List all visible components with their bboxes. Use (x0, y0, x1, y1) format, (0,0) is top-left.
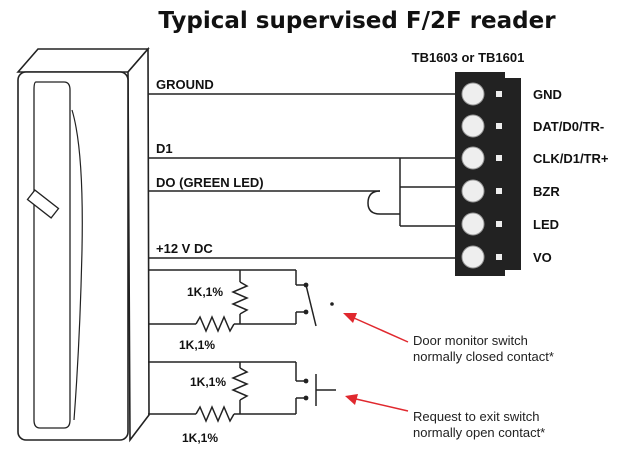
wires (148, 93, 462, 259)
resistor-label-2: 1K,1% (179, 338, 215, 352)
resistor-series-rex (195, 405, 235, 423)
terminal-dat-d0: DAT/D0/TR- (533, 119, 604, 134)
callout-arrows (343, 313, 409, 412)
terminal-gnd: GND (533, 87, 562, 102)
door-switch-blade (305, 284, 317, 327)
wire-label-do-green-led: DO (GREEN LED) (156, 175, 264, 190)
reader-slot (26, 189, 60, 219)
arrow-head-icon (345, 394, 358, 405)
resistor-label-4: 1K,1% (182, 431, 218, 445)
terminal-block-label: TB1603 or TB1601 (412, 50, 525, 65)
resistor-shunt-dm (231, 281, 249, 315)
rex-note-line1: Request to exit switch (413, 409, 539, 424)
wire-label-d1: D1 (156, 141, 173, 156)
door-monitor-note-line2: normally closed contact* (413, 349, 554, 364)
card-reader (16, 46, 150, 443)
resistor-shunt-rex (231, 367, 249, 401)
diagram-title: Typical supervised F/2F reader (158, 8, 556, 34)
rex-circuit (148, 361, 336, 423)
terminal-bzr: BZR (533, 184, 560, 199)
wire-label-12v-dc: +12 V DC (156, 241, 213, 256)
terminal-vo: VO (533, 250, 552, 265)
wire-label-ground: GROUND (156, 77, 214, 92)
resistor-series-dm (195, 315, 235, 333)
resistor-label-1: 1K,1% (187, 285, 223, 299)
terminal-clk-d1: CLK/D1/TR+ (533, 151, 609, 166)
arrow-head-icon (343, 313, 357, 323)
terminal-block (455, 72, 521, 276)
door-monitor-note-line1: Door monitor switch (413, 333, 528, 348)
terminal-led: LED (533, 217, 559, 232)
rex-note-line2: normally open contact* (413, 425, 545, 440)
door-monitor-circuit (148, 269, 334, 333)
resistor-label-3: 1K,1% (190, 375, 226, 389)
